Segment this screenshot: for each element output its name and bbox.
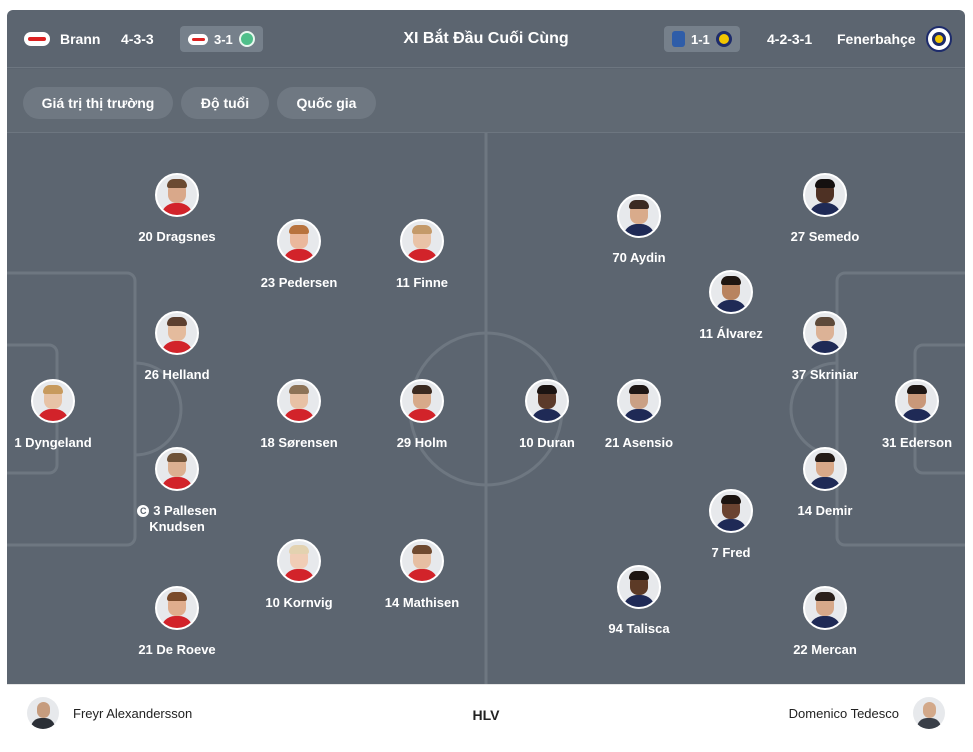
player-avatar[interactable] [617,379,661,423]
player-name: 18 Sørensen [260,435,338,450]
away-player[interactable]: 21 Asensio [569,379,709,451]
player-name: 29 Holm [396,435,448,450]
home-player[interactable]: 26 Helland [107,311,247,383]
home-player[interactable]: 23 Pedersen [229,219,369,291]
lineup-title: XI Bắt Đầu Cuối Cùng [403,30,569,47]
player-avatar[interactable] [803,586,847,630]
away-player[interactable]: 10 Duran [477,379,617,451]
home-player[interactable]: 20 Dragsnes [107,173,247,245]
player-name: 1 Dyngeland [14,435,92,450]
filter-market-value[interactable]: Giá trị thị trường [23,87,173,119]
player-avatar[interactable] [617,565,661,609]
away-last-result[interactable]: 1-1 [664,10,740,68]
player-avatar[interactable] [895,379,939,423]
away-player[interactable]: 27 Semedo [755,173,895,245]
away-player[interactable]: 94 Talisca [569,565,709,637]
player-name: 11 Finne [395,275,449,290]
away-player[interactable]: 31 Ederson [847,379,965,451]
player-avatar[interactable] [155,311,199,355]
opponent-crest-icon [238,31,255,47]
filter-bar: Giá trị thị trường Độ tuổi Quốc gia [7,69,965,133]
player-name: 26 Helland [144,367,210,382]
away-player[interactable]: 70 Aydin [569,194,709,266]
player-name: 27 Semedo [790,229,860,244]
player-avatar[interactable] [277,539,321,583]
home-coach[interactable]: Freyr Alexandersson [27,697,192,729]
player-name: 10 Kornvig [265,595,333,610]
away-player[interactable]: 22 Mercan [755,586,895,658]
player-avatar[interactable] [155,586,199,630]
coach-label: HLV [472,707,500,723]
opponent-crest-icon [672,31,685,47]
brann-logo-icon [24,32,50,46]
player-name: 21 De Roeve [138,642,216,657]
fenerbahce-mini-logo-icon [715,31,732,47]
filter-age[interactable]: Độ tuổi [181,87,269,119]
away-player[interactable]: 37 Skriniar [755,311,895,383]
lineup-card: Brann 4-3-3 3-1 XI Bắt Đầu Cuối Cùng 1-1… [7,10,965,752]
player-name: 31 Ederson [881,435,953,450]
away-coach-name[interactable]: Domenico Tedesco [788,705,899,721]
brann-mini-logo-icon [188,33,208,45]
player-avatar[interactable] [525,379,569,423]
home-coach-name[interactable]: Freyr Alexandersson [73,705,193,721]
player-name: 21 Asensio [604,435,674,450]
player-name: 70 Aydin [612,250,666,265]
home-last-result[interactable]: 3-1 [180,10,263,68]
player-name: 14 Mathisen [384,595,460,610]
fenerbahce-logo-icon [925,26,952,52]
player-avatar[interactable] [155,447,199,491]
lineup-header: Brann 4-3-3 3-1 XI Bắt Đầu Cuối Cùng 1-1… [7,10,965,68]
home-player[interactable]: 11 Finne [352,219,492,291]
player-name: 7 Fred [711,545,751,560]
player-name: 10 Duran [519,435,575,450]
player-name: 37 Skriniar [791,367,859,382]
away-coach[interactable]: Domenico Tedesco [789,697,945,729]
filter-nationality[interactable]: Quốc gia [277,87,376,119]
home-coach-avatar [27,697,59,729]
player-avatar[interactable] [277,219,321,263]
away-player[interactable]: 11 Álvarez [661,270,801,342]
player-avatar[interactable] [400,219,444,263]
home-formation: 4-3-3 [121,31,154,47]
player-name: 22 Mercan [793,642,857,657]
player-avatar[interactable] [709,489,753,533]
player-avatar[interactable] [400,379,444,423]
player-avatar[interactable] [709,270,753,314]
away-team-group[interactable]: Fenerbahçe [837,10,952,68]
player-name: 14 Demir [797,503,853,518]
coaches-footer: Freyr Alexandersson HLV Domenico Tedesco [7,684,965,752]
player-avatar[interactable] [617,194,661,238]
home-team-group[interactable]: Brann [24,10,100,68]
home-player[interactable]: 14 Mathisen [352,539,492,611]
player-name: 23 Pedersen [260,275,338,290]
player-name: 11 Álvarez [699,326,763,341]
away-coach-avatar [913,697,945,729]
home-player[interactable]: 1 Dyngeland [7,379,123,451]
home-result-score: 3-1 [214,31,233,47]
player-avatar[interactable] [277,379,321,423]
player-avatar[interactable] [400,539,444,583]
away-player[interactable]: 14 Demir [755,447,895,519]
player-avatar[interactable] [155,173,199,217]
player-avatar[interactable] [803,447,847,491]
away-formation: 4-2-3-1 [767,31,813,47]
home-player[interactable]: 18 Sørensen [229,379,369,451]
home-player[interactable]: 10 Kornvig [229,539,369,611]
home-player[interactable]: 29 Holm [352,379,492,451]
captain-icon: C [137,505,150,517]
player-avatar[interactable] [31,379,75,423]
away-result-score: 1-1 [691,31,710,47]
player-name: 94 Talisca [608,621,670,636]
player-avatar[interactable] [803,311,847,355]
away-team-name[interactable]: Fenerbahçe [837,31,916,47]
player-name: 20 Dragsnes [138,229,216,244]
home-team-name[interactable]: Brann [60,31,101,47]
home-player[interactable]: 21 De Roeve [107,586,247,658]
player-avatar[interactable] [803,173,847,217]
away-player[interactable]: 7 Fred [661,489,801,561]
